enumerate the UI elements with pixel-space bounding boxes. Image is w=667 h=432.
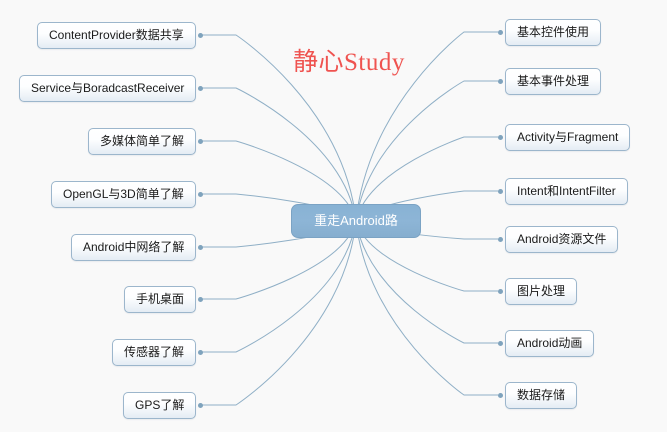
central-node[interactable]: 重走Android路 <box>291 204 421 238</box>
edge-node <box>355 220 498 396</box>
connector-dot <box>497 78 503 84</box>
connector-dot <box>497 29 503 35</box>
branch-node-intent-intentfilter[interactable]: Intent和IntentFilter <box>505 177 628 205</box>
connector-dot <box>197 244 203 250</box>
connector-dot <box>197 191 203 197</box>
branch-node-node[interactable]: 基本控件使用 <box>505 18 602 46</box>
branch-node-node[interactable]: 基本事件处理 <box>505 67 602 95</box>
edge-gps <box>202 220 357 406</box>
connector-dot <box>197 296 203 302</box>
branch-node-node[interactable]: 图片处理 <box>505 277 578 305</box>
branch-node-contentprovider[interactable]: ContentProvider数据共享 <box>37 21 196 49</box>
branch-node-opengl-3d[interactable]: OpenGL与3D简单了解 <box>51 180 196 208</box>
connector-dot <box>197 402 203 408</box>
edge-android <box>355 220 498 344</box>
branch-node-android[interactable]: Android动画 <box>505 329 595 357</box>
branch-node-gps[interactable]: GPS了解 <box>123 391 197 419</box>
branch-node-android[interactable]: Android资源文件 <box>505 225 619 253</box>
connector-dot <box>497 392 503 398</box>
edge-node <box>202 220 357 353</box>
connector-dot <box>197 138 203 144</box>
branch-node-service-boradcastreceiver[interactable]: Service与BoradcastReceiver <box>19 74 197 102</box>
edge-node <box>355 80 498 222</box>
connector-dot <box>497 340 503 346</box>
connector-dot <box>497 236 503 242</box>
branch-node-node[interactable]: 多媒体简单了解 <box>88 127 197 155</box>
branch-node-node[interactable]: 手机桌面 <box>124 285 197 313</box>
branch-node-android[interactable]: Android中网络了解 <box>71 233 197 261</box>
branch-node-node[interactable]: 传感器了解 <box>112 338 197 366</box>
connector-dot <box>197 85 203 91</box>
branch-node-node[interactable]: 数据存储 <box>505 381 578 409</box>
connector-dot <box>497 134 503 140</box>
edge-service-boradcastreceiver <box>202 87 357 222</box>
map-title: 静心Study <box>293 49 405 76</box>
connector-dot <box>197 349 203 355</box>
connector-dot <box>197 32 203 38</box>
connector-dot <box>497 188 503 194</box>
connector-dot <box>497 288 503 294</box>
branch-node-activity-fragment[interactable]: Activity与Fragment <box>505 123 631 151</box>
